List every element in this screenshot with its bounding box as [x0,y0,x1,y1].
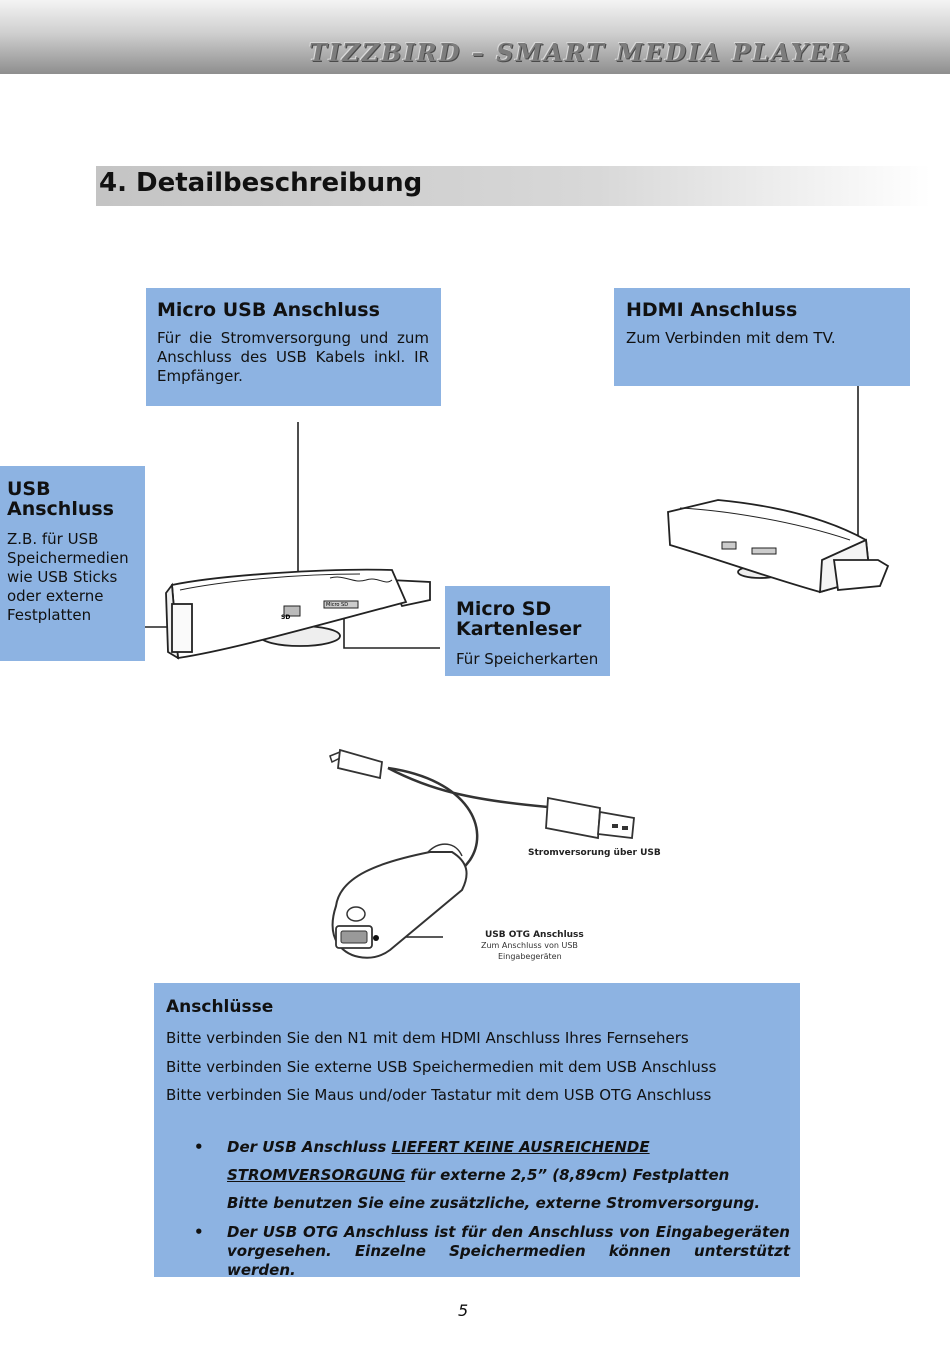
section-bar [96,166,931,206]
bullet1-pre: Der USB Anschluss [227,1138,392,1156]
bullet2-text: Der USB OTG Anschluss ist für den Anschl… [227,1223,790,1279]
bullet-power-warning: • Der USB Anschluss LIEFERT KEINE AUSREI… [194,1133,790,1217]
callout-micro-sd-text: Für Speicherkarten [456,650,599,668]
label-otg-line1: Zum Anschluss von USB [481,941,578,950]
callout-usb-title: USB Anschluss [7,478,114,520]
connections-line-2: Bitte verbinden Sie externe USB Speicher… [166,1057,717,1076]
bullet-dot: • [194,1223,204,1241]
connections-title: Anschlüsse [166,997,274,1017]
callout-micro-sd-title: Micro SD Kartenleser [456,598,582,640]
bullet-otg-note: • Der USB OTG Anschluss ist für den Ansc… [194,1223,790,1280]
callout-hdmi-title: HDMI Anschluss [626,299,798,321]
callout-hdmi: HDMI Anschluss Zum Verbinden mit dem TV. [614,288,910,386]
label-otg-line2: Eingabegeräten [498,952,562,961]
otg-cable [329,748,635,959]
connections-bullets: • Der USB Anschluss LIEFERT KEINE AUSREI… [194,1133,790,1280]
bullet1-underline1: LIEFERT KEINE AUSREICHENDE [391,1138,650,1156]
leader-micro-sd [343,610,440,649]
bullet1-post: für externe 2,5” (8,89cm) Festplatten [405,1166,730,1184]
label-power: Stromversorung über USB [528,848,661,858]
callout-micro-usb-title: Micro USB Anschluss [157,299,380,321]
connections-line-1: Bitte verbinden Sie den N1 mit dem HDMI … [166,1029,689,1047]
bullet-dot: • [194,1138,204,1156]
connections-box: Anschlüsse Bitte verbinden Sie den N1 mi… [154,983,800,1280]
callout-micro-usb-text: Für die Stromversorgung und zum Anschlus… [157,329,429,385]
otg-dot [373,935,379,941]
callout-micro-usb: Micro USB Anschluss Für die Stromversorg… [146,288,441,406]
page-number: 5 [458,1301,469,1320]
label-micro-sd: Micro SD [326,602,348,608]
callout-usb-text: Z.B. für USB Speichermedien wie USB Stic… [7,530,129,624]
label-otg-title: USB OTG Anschluss [485,930,584,940]
bullet1-underline2: STROMVERSORGUNG [227,1166,406,1184]
callout-usb: USB Anschluss Z.B. für USB Speichermedie… [0,466,145,661]
device-left [165,568,431,660]
callout-micro-sd: Micro SD Kartenleser Für Speicherkarten [445,586,610,676]
connections-line-3: Bitte verbinden Sie Maus und/oder Tastat… [166,1086,712,1104]
label-sd: SD [281,614,290,621]
header-bar [0,0,950,74]
device-right [667,499,890,594]
section-title: 4. Detailbeschreibung [99,168,423,198]
header-title: TIZZBIRD – SMART MEDIA PLAYER [309,38,852,67]
callout-hdmi-text: Zum Verbinden mit dem TV. [626,329,836,347]
bullet1-line3: Bitte benutzen Sie eine zusätzliche, ext… [227,1194,761,1212]
leader-lines [145,386,859,938]
